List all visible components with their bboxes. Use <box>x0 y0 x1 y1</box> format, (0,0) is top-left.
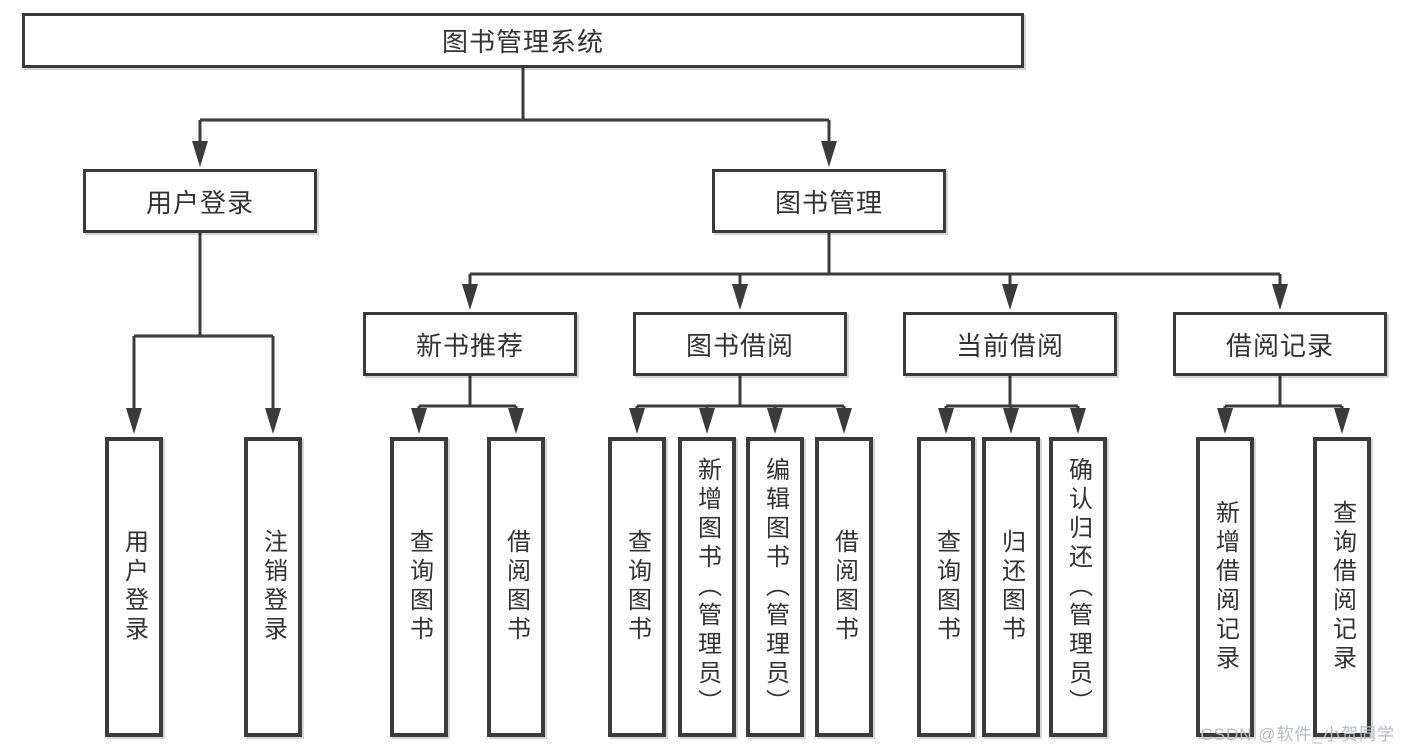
leaf-logout-label: 注销登录 <box>259 529 287 645</box>
node-user-login-label: 用户登录 <box>145 187 254 218</box>
arrowhead <box>1334 408 1350 434</box>
arrowhead <box>265 408 281 434</box>
connector-currentborrow-to-leaves <box>944 376 1080 412</box>
arrowhead <box>1272 284 1288 310</box>
arrowhead <box>767 408 783 434</box>
leaf-add-book-admin-label: 新增图书（管理员） <box>693 456 721 718</box>
leaf-add-borrow-record: 新增借阅记录 <box>1196 437 1254 737</box>
leaf-edit-book-admin-label: 编辑图书（管理员） <box>761 456 789 718</box>
connector-bookborrow-to-leaves <box>635 376 846 412</box>
connector-userlogin-to-leaves <box>132 233 275 412</box>
node-book-management: 图书管理 <box>712 169 946 233</box>
node-current-borrowing: 当前借阅 <box>903 312 1117 376</box>
node-book-management-label: 图书管理 <box>774 187 883 218</box>
leaf-edit-book-admin: 编辑图书（管理员） <box>746 437 804 737</box>
leaf-current-query-books-label: 查询图书 <box>932 529 960 645</box>
arrowhead <box>938 408 954 434</box>
node-borrowing-records: 借阅记录 <box>1173 312 1387 376</box>
leaf-borrow-query-books: 查询图书 <box>608 437 666 737</box>
arrowhead <box>411 408 427 434</box>
leaf-return-book-label: 归还图书 <box>997 529 1025 645</box>
leaf-current-query-books: 查询图书 <box>917 437 975 737</box>
leaf-confirm-return-admin: 确认归还（管理员） <box>1049 437 1107 737</box>
connector-root-to-level2 <box>198 68 831 145</box>
leaf-recommend-borrow-books-label: 借阅图书 <box>502 529 530 645</box>
csdn-watermark: CSDN @软件_小贺同学 <box>1200 725 1395 744</box>
node-new-book-recommend-label: 新书推荐 <box>415 330 524 361</box>
leaf-recommend-query-books: 查询图书 <box>390 437 448 737</box>
arrowhead <box>192 141 208 167</box>
leaf-add-book-admin: 新增图书（管理员） <box>678 437 736 737</box>
node-root-library-system: 图书管理系统 <box>22 13 1024 68</box>
arrowhead <box>508 408 524 434</box>
connector-borrowrecords-to-leaves <box>1223 376 1344 412</box>
arrowhead <box>462 284 478 310</box>
leaf-logout: 注销登录 <box>244 437 302 737</box>
arrowhead <box>732 284 748 310</box>
leaf-user-login: 用户登录 <box>105 437 163 737</box>
arrowhead <box>1003 408 1019 434</box>
arrowheads <box>126 141 1350 434</box>
arrowhead <box>699 408 715 434</box>
node-borrowing-records-label: 借阅记录 <box>1225 330 1334 361</box>
node-user-login: 用户登录 <box>83 169 317 233</box>
arrowhead <box>1002 284 1018 310</box>
leaf-query-borrow-record-label: 查询借阅记录 <box>1328 500 1356 674</box>
leaf-borrow-borrow-books-label: 借阅图书 <box>830 529 858 645</box>
node-current-borrowing-label: 当前借阅 <box>955 330 1064 361</box>
arrowhead <box>1217 408 1233 434</box>
leaf-return-book: 归还图书 <box>982 437 1040 737</box>
leaf-query-borrow-record: 查询借阅记录 <box>1313 437 1371 737</box>
leaf-borrow-borrow-books: 借阅图书 <box>815 437 873 737</box>
arrowhead <box>1070 408 1086 434</box>
leaf-borrow-query-books-label: 查询图书 <box>623 529 651 645</box>
node-new-book-recommend: 新书推荐 <box>363 312 577 376</box>
arrowhead <box>126 408 142 434</box>
leaf-recommend-borrow-books: 借阅图书 <box>487 437 545 737</box>
node-root-label: 图书管理系统 <box>441 27 604 57</box>
leaf-recommend-query-books-label: 查询图书 <box>405 529 433 645</box>
connector-newbooks-to-leaves <box>417 376 518 412</box>
arrowhead <box>629 408 645 434</box>
node-book-borrowing: 图书借阅 <box>633 312 847 376</box>
arrowhead <box>836 408 852 434</box>
connector-bookmgmt-to-level3 <box>468 233 1282 288</box>
leaf-user-login-label: 用户登录 <box>120 529 148 645</box>
leaf-confirm-return-admin-label: 确认归还（管理员） <box>1064 456 1092 718</box>
node-book-borrowing-label: 图书借阅 <box>685 330 794 361</box>
arrowhead <box>821 141 837 167</box>
leaf-add-borrow-record-label: 新增借阅记录 <box>1211 500 1239 674</box>
